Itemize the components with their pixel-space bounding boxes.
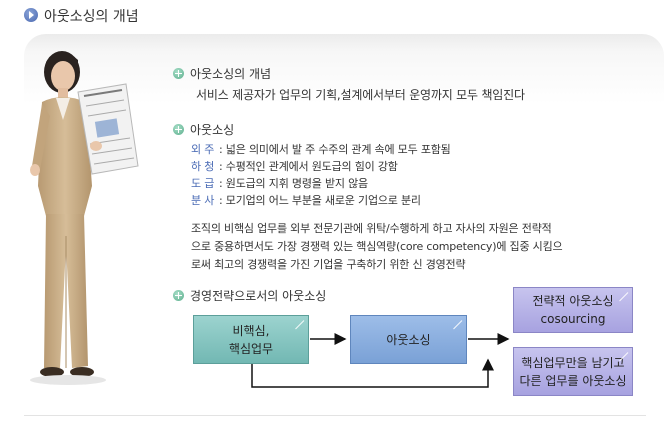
page-title: 아웃소싱의 개념	[44, 9, 139, 25]
box-corner-fold	[619, 292, 629, 302]
header-bullet-icon	[24, 8, 38, 22]
businesswoman-illustration	[30, 51, 139, 385]
type-item: 도 급 : 원도급의 지휘 명령을 받지 않음	[191, 175, 368, 191]
type-item: 분 사 : 모기업의 어느 부분을 새로운 기업으로 분리	[191, 192, 421, 208]
noncore-line1: 비핵심,	[232, 323, 270, 338]
definition-line: 조직의 비핵심 업무를 외부 전문기관에 위탁/수행하게 하고 자사의 자원은 …	[191, 222, 552, 235]
type-term: 외 주	[191, 143, 215, 156]
core-line1: 핵심업무만을 남기고	[521, 355, 625, 370]
noncore-line2: 핵심업무	[228, 341, 274, 356]
type-desc: : 원도급의 지휘 명령을 받지 않음	[219, 177, 368, 190]
core-line2: 다른 업무를 아웃소싱	[519, 373, 627, 388]
type-item: 외 주 : 넓은 의미에서 발 주 수주의 관계 속에 모두 포함됨	[191, 141, 451, 157]
definition-line: 로써 최고의 경쟁력을 가진 기업을 구축하기 위한 신 경영전략	[191, 258, 466, 271]
page-header: 아웃소싱의 개념	[0, 0, 670, 32]
type-desc: : 수평적인 관계에서 원도급의 힘이 강함	[219, 160, 398, 173]
types-title: 아웃소싱	[190, 123, 235, 137]
type-term: 분 사	[191, 194, 215, 207]
outsourcing-box: 아웃소싱	[350, 315, 467, 364]
strategic-line2: cosourcing	[540, 312, 606, 326]
type-item: 하 청 : 수평적인 관계에서 원도급의 힘이 강함	[191, 158, 398, 174]
type-term: 도 급	[191, 177, 215, 190]
definition-line: 으로 중용하면서도 가장 경쟁력 있는 핵심역량(core competency…	[191, 240, 563, 253]
outsourcing-label: 아웃소싱	[386, 332, 431, 347]
concept-title: 아웃소싱의 개념	[190, 67, 272, 81]
strategy-bullet-icon	[173, 290, 184, 301]
types-bullet-icon	[173, 124, 184, 135]
box-corner-fold	[453, 320, 463, 330]
concept-bullet-icon	[173, 68, 184, 79]
noncore-core-box: 비핵심, 핵심업무	[193, 315, 309, 364]
strategy-title: 경영전략으로서의 아웃소싱	[190, 289, 327, 303]
concept-description: 서비스 제공자가 업무의 기획,설계에서부터 운영까지 모두 책임진다	[196, 88, 525, 102]
box-corner-fold	[295, 320, 305, 330]
type-term: 하 청	[191, 160, 215, 173]
core-only-box: 핵심업무만을 남기고 다른 업무를 아웃소싱	[513, 347, 633, 396]
type-desc: : 넓은 의미에서 발 주 수주의 관계 속에 모두 포함됨	[219, 143, 451, 156]
type-desc: : 모기업의 어느 부분을 새로운 기업으로 분리	[219, 194, 421, 207]
strategic-line1: 전략적 아웃소싱	[532, 294, 614, 308]
strategic-outsourcing-box: 전략적 아웃소싱 cosourcing	[513, 287, 633, 333]
bottom-divider	[24, 415, 646, 416]
